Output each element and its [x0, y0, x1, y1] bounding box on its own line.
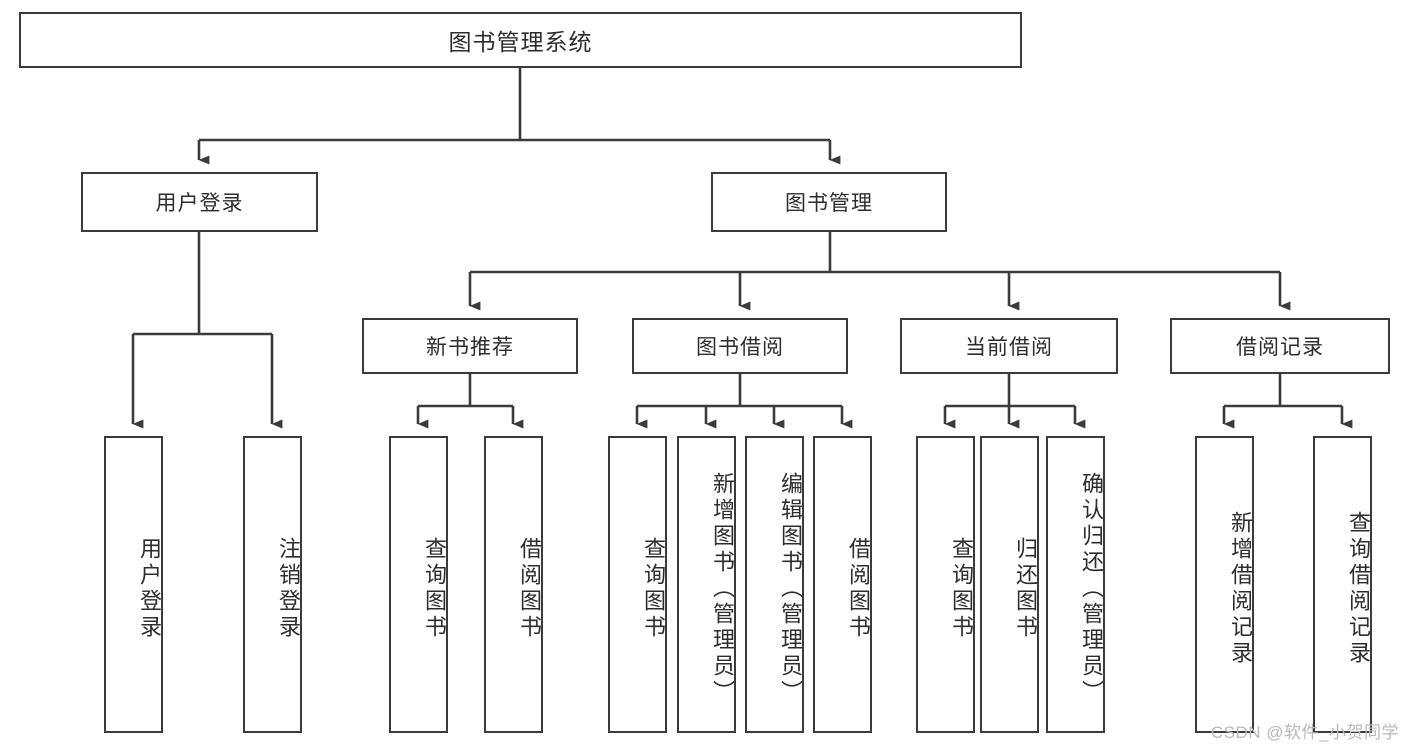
node-current-borrow[interactable]: 当前借阅	[900, 318, 1118, 374]
node-new-book-recommend[interactable]: 新书推荐	[362, 318, 578, 374]
leaf-record-query-borrow-record[interactable]: 查询借阅记录	[1313, 436, 1372, 733]
leaf-borrow-edit-book-admin[interactable]: 编辑图书（管理员）	[745, 436, 804, 733]
csdn-watermark: CSDN @软件_小贺同学	[1210, 723, 1399, 742]
node-book-management[interactable]: 图书管理	[711, 172, 947, 232]
leaf-borrow-query-book[interactable]: 查询图书	[608, 436, 667, 733]
leaf-user-login-signin[interactable]: 用户登录	[104, 436, 163, 733]
leaf-borrow-borrow-book[interactable]: 借阅图书	[813, 436, 872, 733]
leaf-current-confirm-return-admin[interactable]: 确认归还（管理员）	[1046, 436, 1105, 733]
leaf-current-query-book[interactable]: 查询图书	[916, 436, 975, 733]
leaf-new-book-query[interactable]: 查询图书	[389, 436, 448, 733]
node-book-borrow[interactable]: 图书借阅	[632, 318, 848, 374]
leaf-user-login-signout[interactable]: 注销登录	[243, 436, 302, 733]
node-borrow-record[interactable]: 借阅记录	[1170, 318, 1390, 374]
leaf-borrow-add-book-admin[interactable]: 新增图书（管理员）	[677, 436, 736, 733]
leaf-record-add-borrow-record[interactable]: 新增借阅记录	[1195, 436, 1254, 733]
node-root-library-system[interactable]: 图书管理系统	[19, 12, 1022, 68]
leaf-current-return-book[interactable]: 归还图书	[980, 436, 1039, 733]
node-user-login[interactable]: 用户登录	[81, 172, 318, 232]
leaf-new-book-borrow[interactable]: 借阅图书	[484, 436, 543, 733]
